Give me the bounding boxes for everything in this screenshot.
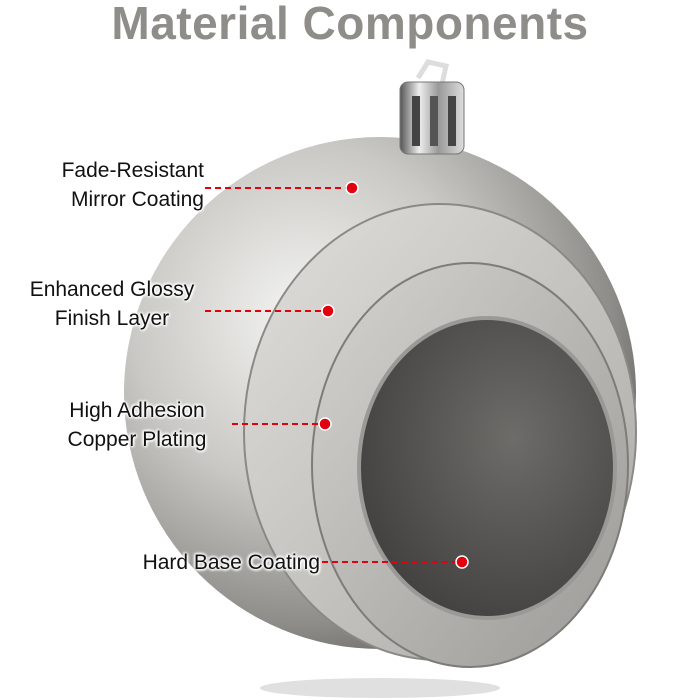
label-line: Mirror Coating xyxy=(70,188,204,211)
label-line: Fade-Resistant xyxy=(61,159,204,182)
marker-dot-mirror xyxy=(345,181,359,195)
label-line: Enhanced Glossy xyxy=(29,278,195,301)
marker-dot-base xyxy=(455,555,469,569)
leader-lines xyxy=(205,187,462,563)
label-line: Hard Base Coating xyxy=(142,551,320,574)
label-glossy-finish: Enhanced Glossy Finish Layer xyxy=(10,275,214,333)
label-mirror-coating: Fade-Resistant Mirror Coating xyxy=(20,156,204,214)
ornament-cap xyxy=(399,59,465,155)
marker-dot-glossy xyxy=(321,304,335,318)
base-core xyxy=(357,316,617,620)
label-base-coating: Hard Base Coating xyxy=(100,548,320,577)
label-line: High Adhesion xyxy=(69,399,205,422)
label-line: Copper Plating xyxy=(67,428,207,451)
label-copper-plating: High Adhesion Copper Plating xyxy=(40,396,234,454)
shadow xyxy=(260,678,500,698)
page-title: Material Components xyxy=(111,0,589,49)
label-line: Finish Layer xyxy=(54,307,170,330)
marker-dot-copper xyxy=(318,417,332,431)
